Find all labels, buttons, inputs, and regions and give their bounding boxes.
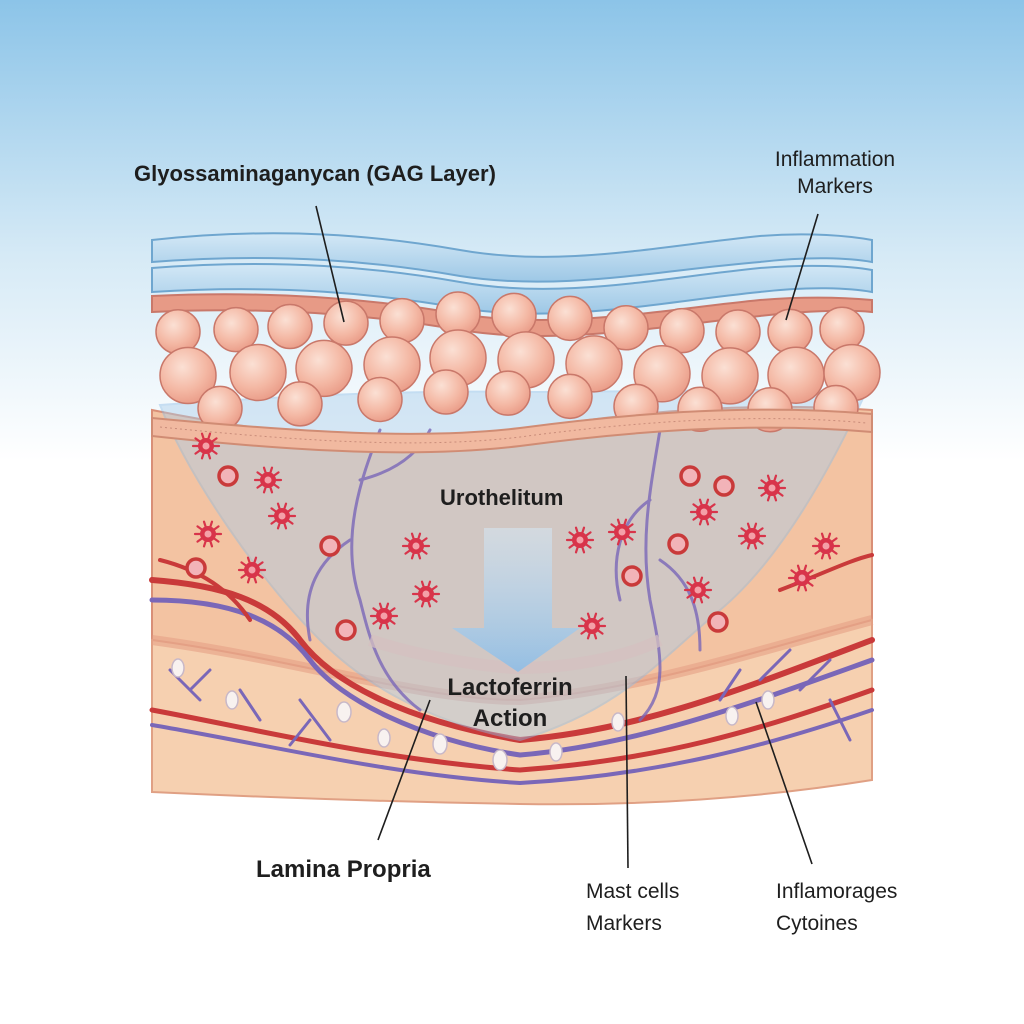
blood-vessels	[149, 553, 875, 786]
inflammation-cell-icon	[683, 576, 713, 604]
urothelial-cell	[423, 369, 469, 415]
mast-cells-label: Mast cells Markers	[586, 876, 679, 939]
inflammation-cell-icon	[191, 432, 221, 460]
lamina-cells	[171, 658, 775, 771]
red-blood-cell-icon	[707, 611, 729, 633]
lactoferrin-line1: Lactoferrin	[447, 674, 573, 701]
lamina-propria-label: Lamina Propria	[256, 856, 431, 883]
urothelial-cells	[155, 291, 881, 433]
mast-cells-line2: Markers	[586, 911, 662, 935]
red-blood-cell-icon	[319, 535, 341, 557]
urothelial-cell	[277, 381, 323, 427]
lactoferrin-action-label: Lactoferrin Action	[420, 672, 600, 734]
red-blood-cell-icon	[185, 557, 207, 579]
urothelial-cell	[767, 308, 813, 355]
leader-lamina	[377, 699, 431, 841]
gag-layer-label: Glyossaminaganycan (GAG Layer)	[134, 161, 496, 186]
urothelial-cell	[547, 295, 593, 342]
basement-membrane	[151, 408, 873, 454]
urothelium-label: Urothelitum	[440, 485, 564, 510]
urothelial-cell	[155, 308, 201, 355]
inflamorages-line2: Cytoines	[776, 911, 858, 935]
urothelial-cell	[491, 292, 537, 339]
inflammation-cell-icon	[401, 532, 431, 560]
inflammation-cell-icon	[267, 502, 297, 530]
inflammation-cell-icon	[787, 564, 817, 592]
urothelial-cell	[323, 300, 369, 346]
inflammation-cell-icon	[237, 556, 267, 584]
leader-inflammation	[785, 213, 819, 321]
urothelial-cell	[547, 373, 593, 420]
inflammation-cell-icon	[411, 580, 441, 608]
urothelial-cell	[715, 309, 761, 355]
urothelial-cell	[357, 376, 403, 423]
urothelial-cell	[485, 370, 531, 416]
leader-gag	[315, 205, 345, 323]
inflammation-cell-icon	[193, 520, 223, 548]
inflammation-markers-line2: Markers	[797, 175, 873, 199]
urothelial-cell	[701, 347, 759, 405]
inflammation-cell-icon	[607, 518, 637, 546]
inflammation-cell-icon	[689, 498, 719, 526]
inflammation-cell-icon	[811, 532, 841, 560]
lactoferrin-line2: Action	[472, 705, 548, 733]
inflammation-markers-label: Inflammation Markers	[760, 146, 910, 201]
inflamorages-line1: Inflamorages	[776, 880, 898, 903]
urothelial-cell	[159, 346, 217, 405]
inflammation-markers-line1: Inflammation	[774, 148, 896, 171]
urothelial-cell	[379, 297, 425, 344]
inflammation-cell-icon	[737, 522, 767, 550]
mast-cells-line1: Mast cells	[586, 880, 680, 903]
red-blood-cell-icon	[217, 465, 239, 487]
inflammation-cell-icon	[253, 466, 283, 494]
leader-mast	[625, 675, 629, 869]
red-blood-cell-icon	[335, 619, 357, 641]
inflammation-cell-icon	[565, 526, 595, 554]
inflammation-markers	[185, 432, 841, 641]
red-blood-cell-icon	[679, 465, 701, 487]
urothelial-cell	[213, 306, 259, 353]
leader-inflamorages	[755, 701, 813, 865]
red-blood-cell-icon	[713, 475, 735, 497]
inflamorages-label: Inflamorages Cytoines	[776, 876, 897, 939]
red-blood-cell-icon	[621, 565, 643, 587]
urothelial-cell	[295, 339, 353, 398]
leader-lines	[315, 205, 819, 869]
red-blood-cell-icon	[667, 533, 689, 555]
urothelial-cell	[603, 305, 649, 351]
gag-layer	[151, 232, 873, 337]
inflammation-cell-icon	[577, 612, 607, 640]
urothelial-cell	[659, 307, 705, 354]
inflammation-cell-icon	[369, 602, 399, 630]
urothelial-cell	[229, 343, 287, 402]
down-arrow-icon	[452, 528, 580, 672]
inflammation-cell-icon	[757, 474, 787, 502]
urothelial-cell	[267, 303, 313, 350]
